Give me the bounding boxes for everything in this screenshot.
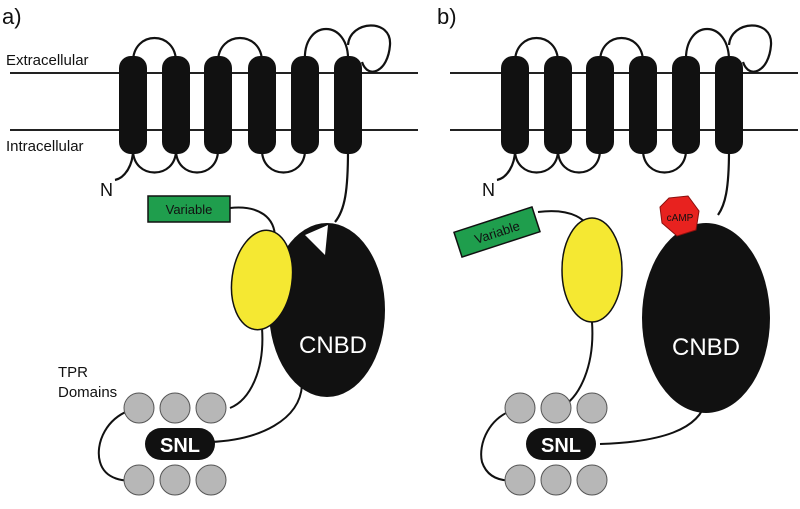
tpr-label-line1: TPR	[58, 364, 88, 381]
transmembrane-helices	[119, 56, 362, 154]
variable-box	[147, 195, 231, 223]
extracellular-label: Extracellular	[6, 52, 89, 69]
panel-b-label: b)	[437, 4, 457, 29]
variable-label: Variable	[166, 202, 213, 217]
camp-hexagon	[659, 195, 700, 237]
variable-box-b-group: Variable	[453, 206, 541, 258]
transmembrane-loops	[114, 24, 392, 223]
camp-label: cAMP	[667, 213, 694, 224]
cnbd-label: CNBD	[299, 332, 367, 359]
tpr-domain-circles	[123, 392, 227, 496]
n-terminus-label-b: N	[482, 180, 495, 200]
transmembrane-loops-b	[496, 24, 773, 216]
panel-a: a) Extracellular Intracellular N	[2, 4, 418, 496]
n-terminus-label: N	[100, 180, 113, 200]
tpr-domain-circles-b	[504, 392, 608, 496]
snl-pill	[145, 428, 215, 460]
snl-label: SNL	[160, 435, 200, 457]
tpr-label-line2: Domains	[58, 384, 117, 401]
cnbd-domain	[269, 223, 385, 397]
snl-pill-b	[526, 428, 596, 460]
yellow-domain	[230, 229, 294, 331]
snl-label-b: SNL	[541, 435, 581, 457]
cnbd-domain-b	[642, 223, 770, 413]
yellow-domain-b	[561, 217, 623, 323]
cnbd-label-b: CNBD	[672, 334, 740, 361]
panel-a-label: a)	[2, 4, 22, 29]
variable-box-b	[453, 206, 541, 258]
transmembrane-helices-b	[501, 56, 743, 154]
intracellular-label: Intracellular	[6, 138, 84, 155]
panel-b: b) N Variable	[437, 4, 798, 496]
linker-curves	[97, 327, 303, 482]
